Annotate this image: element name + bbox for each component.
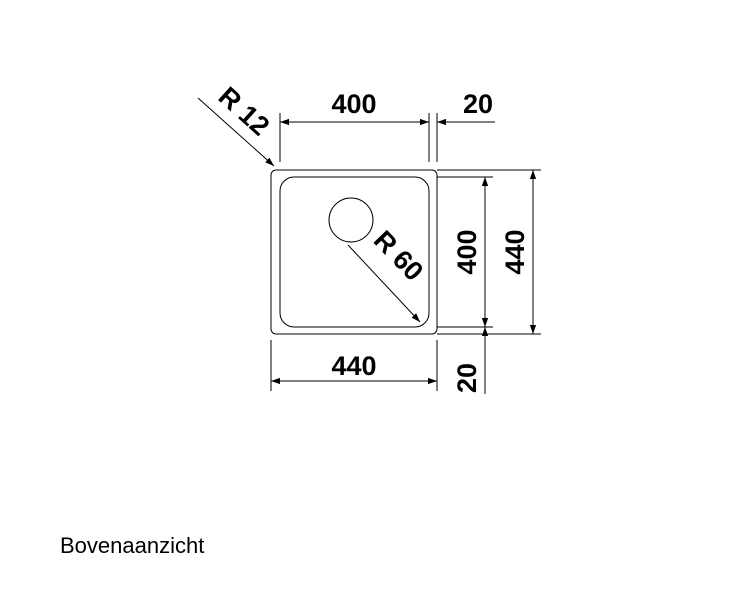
dim-corner-inner-radius-label: R 60: [368, 225, 429, 287]
dim-bottom-rim: 20: [452, 327, 489, 394]
dim-right-inner-height-label: 400: [452, 229, 482, 274]
dim-top-rim-label: 20: [463, 89, 493, 119]
dim-bottom-width-label: 440: [331, 351, 376, 381]
dim-corner-outer-radius: R 12: [197, 81, 275, 167]
dim-corner-inner-radius: R 60: [347, 225, 429, 323]
dim-right-inner-height: 400: [437, 176, 493, 328]
dim-top-width: 400: [279, 89, 430, 162]
sink-outer-outline: [270, 169, 438, 335]
dim-bottom-width: 440: [270, 340, 438, 391]
dim-right-outer-height: 440: [437, 169, 541, 335]
dim-top-rim: 20: [436, 89, 495, 162]
dim-bottom-rim-label: 20: [452, 363, 482, 393]
dim-corner-outer-radius-label: R 12: [213, 81, 275, 141]
dim-right-outer-height-label: 440: [500, 229, 530, 274]
drain-circle: [328, 197, 374, 243]
sink-bowl-outline: [279, 176, 430, 328]
view-caption: Bovenaanzicht: [60, 533, 205, 558]
dim-top-width-label: 400: [331, 89, 376, 119]
